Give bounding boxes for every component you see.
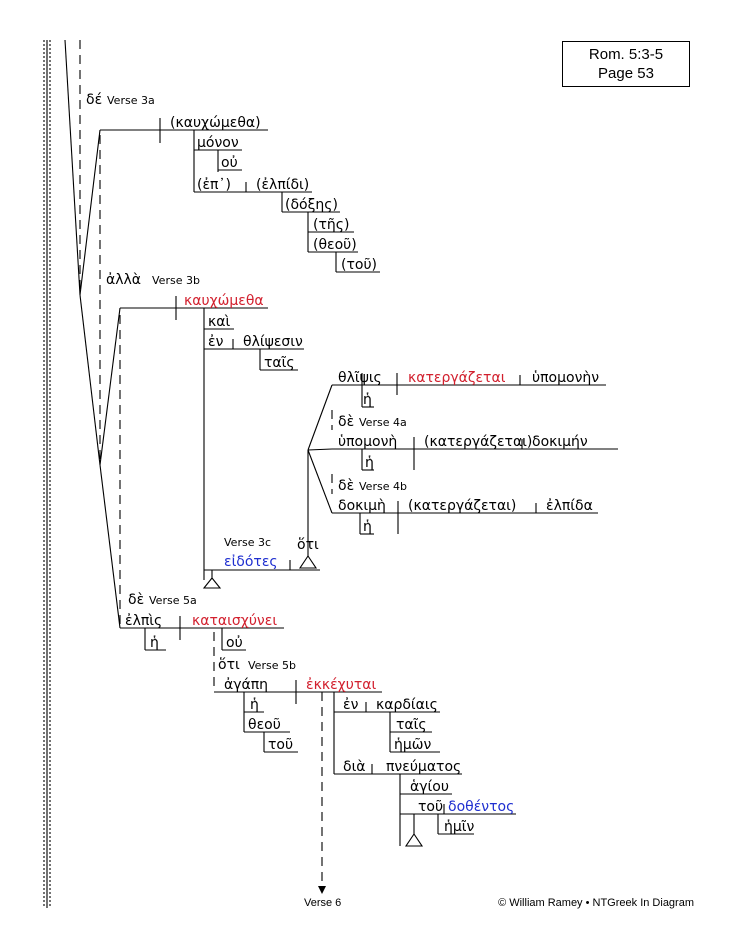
next-verse-label: Verse 6 xyxy=(304,897,342,909)
word: καὶ xyxy=(208,314,230,330)
participle-stand xyxy=(404,814,424,847)
word: ταῖς xyxy=(396,717,427,733)
verb: καταισχύνει xyxy=(192,613,277,629)
word: ἁγίου xyxy=(410,779,449,795)
page-number: Page 53 xyxy=(598,65,654,82)
v3c-label: Verse 3c xyxy=(224,536,271,549)
word: (κατεργάζεται) xyxy=(408,498,516,514)
word: ὑπομονὴν xyxy=(532,370,599,386)
participle: εἰδότες xyxy=(224,554,278,570)
word: (ἐπ᾽) xyxy=(197,177,231,193)
v4a-conj: δὲ xyxy=(338,414,354,430)
v4b-conj: δὲ xyxy=(338,478,354,494)
word: ἐλπίδα xyxy=(546,498,593,514)
word: δοκιμὴ xyxy=(338,498,386,514)
word: τοῦ xyxy=(418,799,443,815)
connector-v5a xyxy=(99,464,121,629)
word: πνεύματος xyxy=(386,759,461,775)
word: ἡ xyxy=(250,697,259,713)
word: (δόξης) xyxy=(285,197,338,213)
connector-v3b-left xyxy=(79,294,101,466)
verb: ἐκκέχυται xyxy=(306,677,376,693)
hoti-stand xyxy=(298,555,318,569)
word: (καυχώμεθα) xyxy=(170,115,261,131)
v5b-conj: ὅτι xyxy=(218,657,240,673)
word: μόνον xyxy=(197,135,239,151)
word: ἡ xyxy=(363,392,372,408)
word: ὑπομονὴ xyxy=(338,434,397,450)
word: ἐλπὶς xyxy=(125,613,162,629)
connector-4a xyxy=(307,384,333,451)
word: ἡ xyxy=(365,455,374,471)
word: ἀγάπη xyxy=(224,677,268,693)
word: (θεοῦ) xyxy=(313,237,357,253)
connector-v3b xyxy=(99,307,121,466)
connector-v3a xyxy=(79,129,101,296)
v5b-label: Verse 5b xyxy=(248,659,296,672)
v3b-label: Verse 3b xyxy=(152,274,200,287)
word: ἐν xyxy=(208,334,224,350)
v3a-conj: δέ xyxy=(86,92,102,108)
word: ἡ xyxy=(363,519,372,535)
v4b-label: Verse 4b xyxy=(359,480,407,493)
v3b-conj: ἀλλὰ xyxy=(106,272,141,288)
reference-box: Rom. 5:3-5 Page 53 xyxy=(562,41,690,87)
word: θλίψεσιν xyxy=(243,334,303,350)
connector-4c xyxy=(307,449,333,514)
v5a-label: Verse 5a xyxy=(149,594,197,607)
word: (ἐλπίδι) xyxy=(256,177,309,193)
passage-reference: Rom. 5:3-5 xyxy=(588,46,664,63)
word: ἡμῖν xyxy=(444,819,475,835)
v4a-label: Verse 4a xyxy=(359,416,407,429)
word: τοῦ xyxy=(268,737,293,753)
word: ταῖς xyxy=(264,355,295,371)
word: δοκιμήν xyxy=(532,434,588,450)
word: διὰ xyxy=(343,759,366,775)
word: θλῖψις xyxy=(338,370,382,386)
word: ἡ xyxy=(150,635,159,651)
copyright-notice: © William Ramey • NTGreek In Diagram xyxy=(498,897,694,909)
verb: καυχώμεθα xyxy=(184,293,264,309)
participle-stand xyxy=(202,569,222,589)
word: (κατεργάζεται) xyxy=(424,434,532,450)
connector-trunk xyxy=(64,39,81,296)
word: καρδίαις xyxy=(376,697,438,713)
verb: κατεργάζεται xyxy=(408,370,506,386)
word: ἡμῶν xyxy=(394,737,432,753)
word: (τῆς) xyxy=(313,217,349,233)
v5a-conj: δὲ xyxy=(128,592,144,608)
arrow-down-icon xyxy=(318,886,326,894)
word: θεοῦ xyxy=(248,717,281,733)
v3a-label: Verse 3a xyxy=(107,94,155,107)
connector-4b xyxy=(307,448,333,451)
word: οὐ xyxy=(221,155,238,171)
word: οὐ xyxy=(226,635,243,651)
word: ἐν xyxy=(343,697,359,713)
word: (τοῦ) xyxy=(341,257,377,273)
participle: δοθέντος xyxy=(448,799,514,815)
